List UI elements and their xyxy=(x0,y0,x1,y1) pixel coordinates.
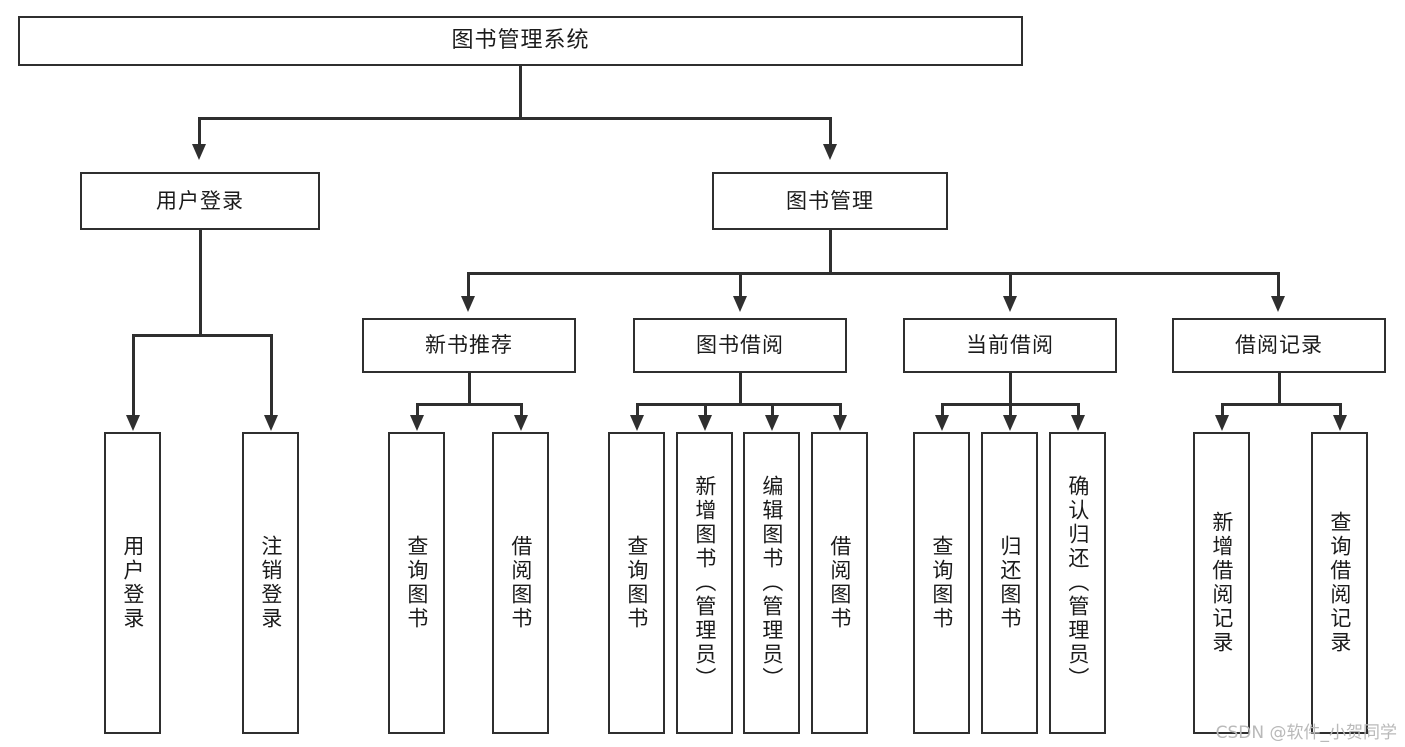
edge-user-login-bus xyxy=(132,334,272,337)
edge-root-stem xyxy=(519,66,522,119)
edge-root-to-user-login xyxy=(198,117,201,146)
arrow-to-leaf-query-record xyxy=(1333,415,1347,431)
node-user-login[interactable]: 用户登录 xyxy=(80,172,320,230)
leaf-borrow-book-1[interactable]: 借阅图书 xyxy=(492,432,549,734)
node-label: 图书管理系统 xyxy=(451,28,590,54)
edge-cb-to-leaf-2 xyxy=(1009,403,1012,419)
arrow-to-user-login xyxy=(192,144,206,160)
node-label: 用户登录 xyxy=(120,535,145,631)
arrow-to-leaf-query-book-3 xyxy=(935,415,949,431)
watermark-text: CSDN @软件_小贺同学 xyxy=(1215,723,1397,743)
leaf-borrow-book-2[interactable]: 借阅图书 xyxy=(811,432,868,734)
leaf-logout[interactable]: 注销登录 xyxy=(242,432,299,734)
node-label: 注销登录 xyxy=(258,535,283,631)
edge-bb-to-leaf-3 xyxy=(771,403,774,419)
node-book-management[interactable]: 图书管理 xyxy=(712,172,948,230)
node-label: 归还图书 xyxy=(997,535,1022,631)
edge-cb-stem xyxy=(1009,373,1012,405)
edge-br-bus xyxy=(1221,403,1341,406)
node-label: 图书管理 xyxy=(786,188,874,213)
arrow-to-leaf-query-book-1 xyxy=(410,415,424,431)
leaf-add-record[interactable]: 新增借阅记录 xyxy=(1193,432,1250,734)
edge-nbr-to-leaf-1 xyxy=(416,403,419,419)
edge-root-bus xyxy=(198,117,831,120)
node-label: 新增图书（管理员） xyxy=(692,475,717,691)
edge-bm-to-new-book xyxy=(467,272,470,300)
arrow-to-leaf-logout xyxy=(264,415,278,431)
edge-bb-to-leaf-4 xyxy=(839,403,842,419)
leaf-query-book-2[interactable]: 查询图书 xyxy=(608,432,665,734)
node-label: 确认归还（管理员） xyxy=(1065,475,1090,691)
edge-bb-to-leaf-1 xyxy=(636,403,639,419)
arrow-to-leaf-borrow-book-1 xyxy=(514,415,528,431)
leaf-confirm-return[interactable]: 确认归还（管理员） xyxy=(1049,432,1106,734)
edge-user-login-to-leaf-2 xyxy=(270,334,273,419)
edge-nbr-stem xyxy=(468,373,471,405)
node-label: 借阅记录 xyxy=(1235,333,1323,358)
arrow-to-leaf-add-book xyxy=(698,415,712,431)
edge-br-to-leaf-2 xyxy=(1339,403,1342,419)
leaf-edit-book[interactable]: 编辑图书（管理员） xyxy=(743,432,800,734)
edge-nbr-bus xyxy=(416,403,522,406)
node-new-book-recommend[interactable]: 新书推荐 xyxy=(362,318,576,373)
node-label: 用户登录 xyxy=(156,188,244,213)
edge-bb-stem xyxy=(739,373,742,405)
edge-user-login-stem xyxy=(199,230,202,336)
node-label: 查询借阅记录 xyxy=(1327,511,1352,655)
edge-bm-to-book-borrow xyxy=(739,272,742,300)
arrow-to-leaf-query-book-2 xyxy=(630,415,644,431)
edge-cb-to-leaf-3 xyxy=(1077,403,1080,419)
arrow-to-leaf-confirm-return xyxy=(1071,415,1085,431)
node-label: 新增借阅记录 xyxy=(1209,511,1234,655)
node-book-borrow[interactable]: 图书借阅 xyxy=(633,318,847,373)
edge-book-management-bus xyxy=(467,272,1279,275)
edge-bm-to-borrow-record xyxy=(1277,272,1280,300)
node-label: 新书推荐 xyxy=(425,333,513,358)
node-label: 借阅图书 xyxy=(827,535,852,631)
arrow-to-leaf-user-login xyxy=(126,415,140,431)
arrow-to-current-borrow xyxy=(1003,296,1017,312)
edge-br-to-leaf-1 xyxy=(1221,403,1224,419)
arrow-to-book-management xyxy=(823,144,837,160)
node-label: 查询图书 xyxy=(624,535,649,631)
arrow-to-borrow-record xyxy=(1271,296,1285,312)
edge-bb-to-leaf-2 xyxy=(704,403,707,419)
leaf-query-record[interactable]: 查询借阅记录 xyxy=(1311,432,1368,734)
leaf-query-book-3[interactable]: 查询图书 xyxy=(913,432,970,734)
node-root-library-system[interactable]: 图书管理系统 xyxy=(18,16,1023,66)
leaf-query-book-1[interactable]: 查询图书 xyxy=(388,432,445,734)
edge-book-management-stem xyxy=(829,230,832,274)
node-label: 编辑图书（管理员） xyxy=(759,475,784,691)
arrow-to-new-book-recommend xyxy=(461,296,475,312)
node-current-borrow[interactable]: 当前借阅 xyxy=(903,318,1117,373)
edge-bb-bus xyxy=(636,403,841,406)
leaf-add-book[interactable]: 新增图书（管理员） xyxy=(676,432,733,734)
edge-bm-to-current-borrow xyxy=(1009,272,1012,300)
node-borrow-record[interactable]: 借阅记录 xyxy=(1172,318,1386,373)
node-label: 当前借阅 xyxy=(966,333,1054,358)
node-label: 查询图书 xyxy=(404,535,429,631)
node-label: 查询图书 xyxy=(929,535,954,631)
edge-br-stem xyxy=(1278,373,1281,405)
leaf-return-book[interactable]: 归还图书 xyxy=(981,432,1038,734)
node-label: 图书借阅 xyxy=(696,333,784,358)
leaf-user-login[interactable]: 用户登录 xyxy=(104,432,161,734)
edge-user-login-to-leaf-1 xyxy=(132,334,135,419)
arrow-to-leaf-edit-book xyxy=(765,415,779,431)
arrow-to-leaf-add-record xyxy=(1215,415,1229,431)
edge-root-to-book-management xyxy=(829,117,832,146)
arrow-to-leaf-return-book xyxy=(1003,415,1017,431)
arrow-to-leaf-borrow-book-2 xyxy=(833,415,847,431)
edge-cb-to-leaf-1 xyxy=(941,403,944,419)
arrow-to-book-borrow xyxy=(733,296,747,312)
edge-nbr-to-leaf-2 xyxy=(520,403,523,419)
node-label: 借阅图书 xyxy=(508,535,533,631)
